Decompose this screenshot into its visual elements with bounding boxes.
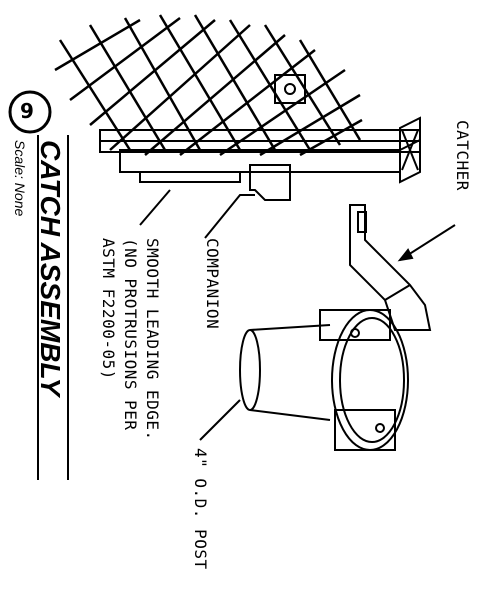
scale-label: Scale: None bbox=[12, 140, 28, 217]
detail-number: 9 bbox=[20, 99, 34, 123]
catcher-arm bbox=[349, 204, 432, 331]
companion-label: COMPANION bbox=[203, 238, 222, 330]
note-line-2: (NO PROTRUSIONS PER bbox=[121, 238, 140, 431]
catcher-label: CATCHER bbox=[453, 120, 472, 191]
post-clamp bbox=[319, 309, 409, 451]
post-leader bbox=[199, 399, 241, 441]
round-post bbox=[239, 324, 331, 421]
mesh-bracket bbox=[274, 74, 306, 104]
detail-circle bbox=[8, 90, 52, 134]
post-label: 4" O.D. POST bbox=[191, 448, 210, 570]
wire-mesh bbox=[54, 14, 363, 157]
note-leader bbox=[139, 189, 171, 226]
note-line-3: ASTM F2200-05) bbox=[99, 238, 118, 380]
rail bbox=[99, 116, 421, 184]
drawing-title: CATCH ASSEMBLY bbox=[35, 140, 66, 397]
companion-leader bbox=[204, 194, 255, 239]
companion-block bbox=[249, 164, 291, 201]
note-line-1: SMOOTH LEADING EDGE. bbox=[143, 238, 162, 441]
